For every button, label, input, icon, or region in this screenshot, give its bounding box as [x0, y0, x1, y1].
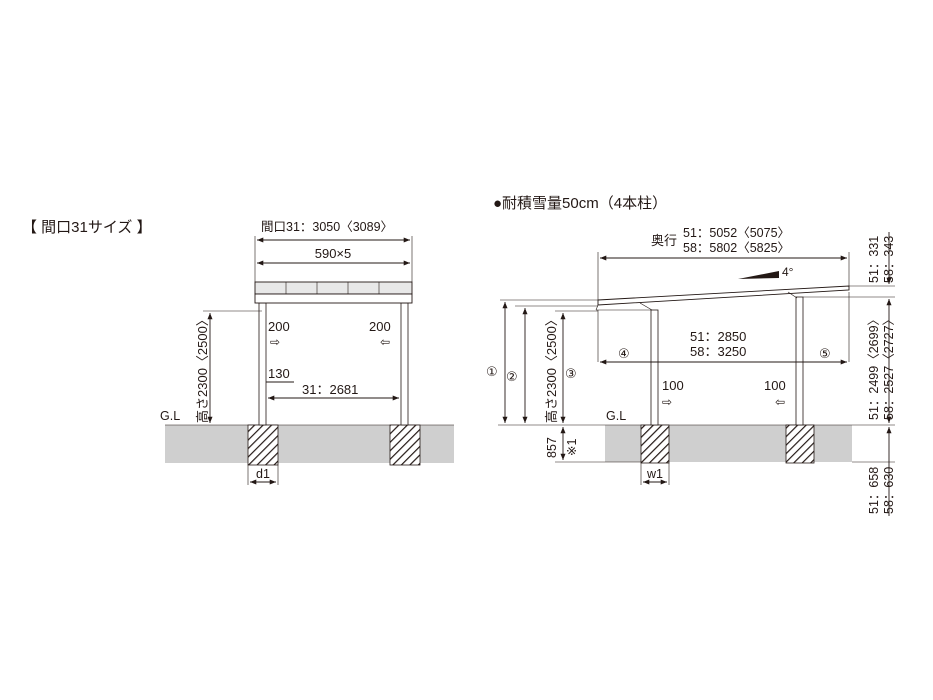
- front-post-left: [258, 302, 267, 426]
- side-right-bot2: 58：630: [882, 467, 896, 514]
- side-arrow-left-icon: ⇨: [662, 395, 672, 409]
- front-footing-right: [389, 424, 421, 466]
- front-width-dim: 間口31：3050〈3089〉: [261, 220, 393, 234]
- side-circle-3: ③: [565, 366, 577, 381]
- side-footing-right: [785, 424, 815, 464]
- side-slope: 4°: [782, 265, 794, 279]
- side-right-top: 51：331: [867, 236, 881, 283]
- front-roof-panels: [254, 281, 413, 295]
- side-right-mid2: 58：2527〈2727〉: [882, 313, 896, 420]
- side-circle-4: ④: [618, 346, 630, 361]
- side-embed-note: ※1: [565, 439, 579, 456]
- side-right-top2: 58：343: [882, 236, 896, 283]
- side-circle-5: ⑤: [819, 346, 831, 361]
- side-height-dim: 高さ2300〈2500〉: [544, 313, 559, 423]
- front-height-dim: 高さ2300〈2500〉: [195, 313, 210, 423]
- side-offset-left: 100: [662, 378, 684, 393]
- side-right-bot: 51：658: [867, 467, 881, 514]
- side-embed-dim: 857: [545, 437, 559, 458]
- side-post-right: [795, 296, 804, 426]
- side-arrow-right-icon: ⇦: [775, 395, 785, 409]
- side-foot-dim: w1: [646, 467, 663, 481]
- side-depth-label: 奥行: [651, 233, 677, 248]
- front-post-right: [400, 302, 409, 426]
- side-right-mid: 51：2499〈2699〉: [867, 313, 881, 420]
- front-title: 【 間口31サイズ 】: [22, 219, 152, 236]
- side-title: ●耐積雪量50cm（4本柱）: [493, 195, 667, 212]
- side-circle-1: ①: [486, 364, 498, 379]
- front-roof-beam: [254, 293, 413, 304]
- front-offset-right: 200: [369, 319, 391, 334]
- front-post-offset: 130: [268, 366, 290, 381]
- side-depth-58: 58：5802〈5825〉: [683, 241, 790, 255]
- side-post-left: [650, 309, 659, 426]
- side-slope-icon: [738, 271, 779, 279]
- front-arrow-left-icon: ⇨: [270, 335, 280, 349]
- front-inner-span: 31：2681: [302, 382, 358, 397]
- side-span-58: 58：3250: [690, 344, 746, 359]
- side-footing-left: [640, 424, 670, 464]
- side-gl-label: G.L: [606, 409, 626, 423]
- front-panel-dim: 590×5: [315, 246, 352, 261]
- side-circle-2: ②: [506, 369, 518, 384]
- front-offset-left: 200: [268, 319, 290, 334]
- front-footing-left: [247, 424, 279, 466]
- side-roof: [597, 285, 850, 306]
- front-gl-label: G.L: [160, 409, 180, 423]
- side-view: ●耐積雪量50cm（4本柱） 奥行 51：5052〈5075〉 58：5802〈…: [486, 195, 896, 516]
- front-arrow-right-icon: ⇦: [380, 335, 390, 349]
- side-offset-right: 100: [764, 378, 786, 393]
- front-view: 【 間口31サイズ 】 間口31：3050〈3089〉 590×5 高さ2300…: [22, 219, 454, 485]
- side-span-51: 51：2850: [690, 329, 746, 344]
- side-depth-51: 51：5052〈5075〉: [683, 226, 790, 240]
- front-foot-dim: d1: [256, 467, 270, 481]
